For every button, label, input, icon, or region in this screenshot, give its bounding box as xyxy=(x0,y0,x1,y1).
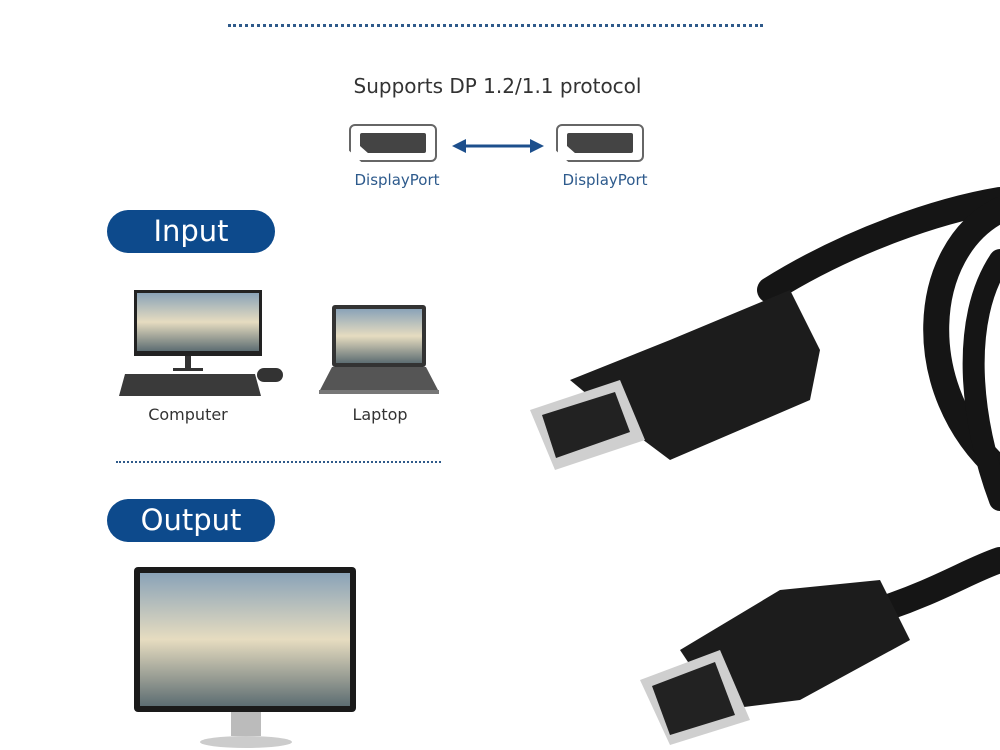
port-label: DisplayPort xyxy=(562,171,648,189)
monitor-icon xyxy=(134,567,356,748)
port-label: DisplayPort xyxy=(354,171,440,189)
displayport-icon xyxy=(349,124,437,162)
desktop-computer-icon xyxy=(119,290,283,396)
computer-label: Computer xyxy=(148,405,228,424)
input-heading: Input xyxy=(107,210,275,253)
laptop-label: Laptop xyxy=(352,405,408,424)
displayport-cable-image xyxy=(530,187,1000,745)
section-divider xyxy=(116,461,441,463)
top-divider xyxy=(228,24,763,27)
displayport-icon xyxy=(556,124,644,162)
protocol-text: Supports DP 1.2/1.1 protocol xyxy=(353,74,642,98)
laptop-icon xyxy=(319,305,439,394)
output-heading: Output xyxy=(107,499,275,542)
bidirectional-arrow-icon xyxy=(452,139,544,153)
